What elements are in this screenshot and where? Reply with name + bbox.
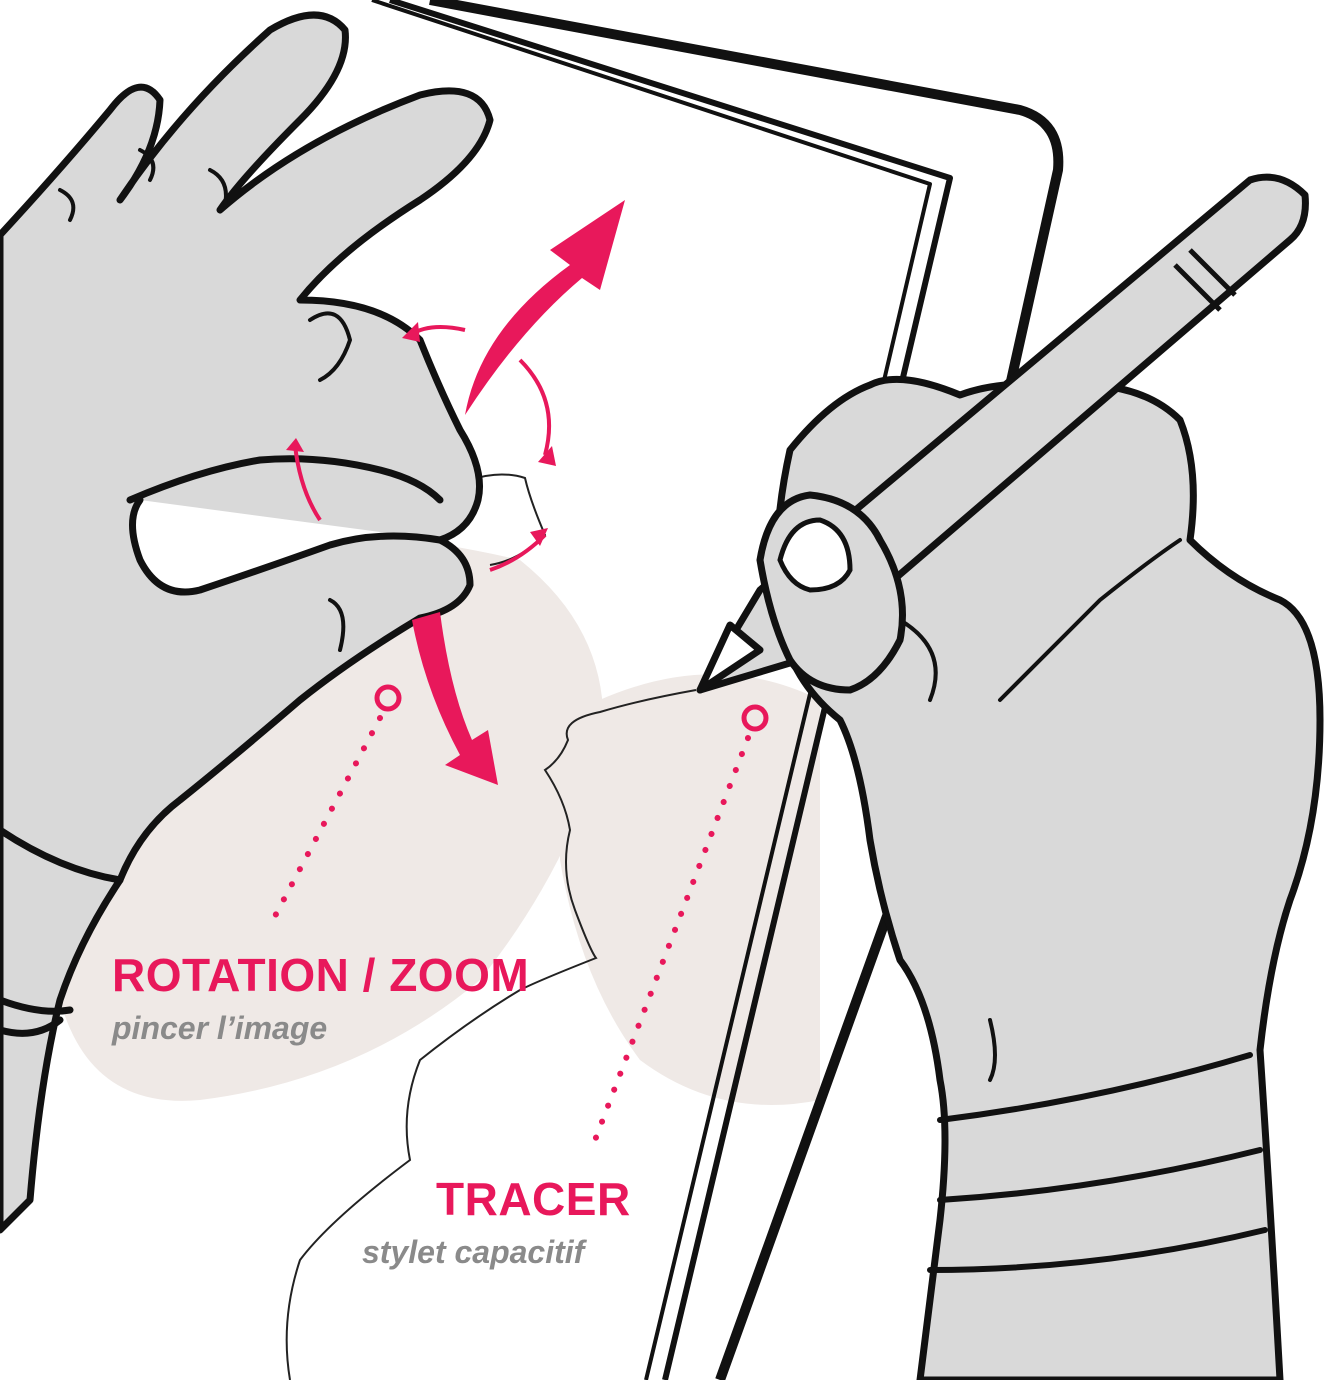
tracer-subtitle: stylet capacitif (362, 1234, 584, 1271)
rotation-zoom-title: ROTATION / ZOOM (112, 948, 529, 1002)
rotation-zoom-subtitle: pincer l’image (112, 1010, 327, 1047)
tracer-title: TRACER (436, 1172, 631, 1226)
